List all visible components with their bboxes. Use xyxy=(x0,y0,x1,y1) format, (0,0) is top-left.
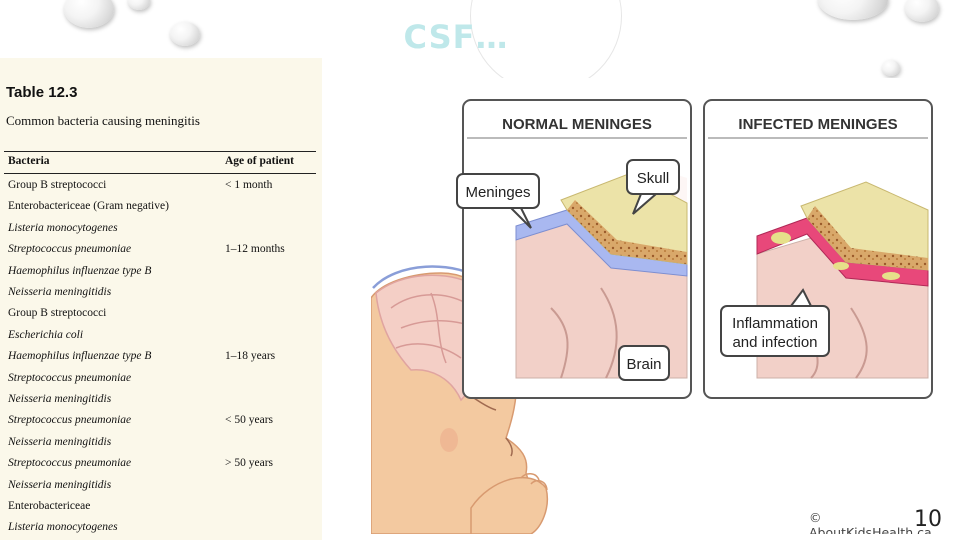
table-row: Group B streptococci xyxy=(0,303,322,324)
label-inflammation-line2: and infection xyxy=(732,334,817,351)
image-credit: © AboutKidsHealth.ca xyxy=(809,510,932,534)
bacteria-cell: Streptococcus pneumoniae xyxy=(8,243,132,256)
table-caption: Common bacteria causing meningitis xyxy=(6,113,200,128)
table-header-rule xyxy=(4,173,316,174)
bacteria-cell: Listeria monocytogenes xyxy=(8,221,118,234)
callouts xyxy=(456,159,830,381)
table-row: Haemophilus influenzae type B xyxy=(0,261,322,282)
label-meninges: Meninges xyxy=(465,184,530,201)
table-row: Streptococcus pneumoniae xyxy=(0,368,322,389)
table-top-rule xyxy=(4,151,316,152)
table-row: Streptococcus pneumoniae > 50 years xyxy=(0,453,322,474)
page-number: 10 xyxy=(914,507,942,532)
table-row: Neisseria meningitidis xyxy=(0,389,322,410)
bacteria-cell: Haemophilus influenzae type B xyxy=(8,264,152,277)
water-drop-decoration xyxy=(170,22,200,46)
meninges-illustration: NORMAL MENINGES INFECTED MENINGES Mening… xyxy=(371,78,948,534)
meninges-diagram: NORMAL MENINGES INFECTED MENINGES Mening… xyxy=(371,99,933,534)
table-row: Neisseria meningitidis xyxy=(0,282,322,303)
bacteria-cell: Streptococcus pneumoniae xyxy=(8,457,132,470)
age-cell: 1–18 years xyxy=(225,350,276,363)
table-number: Table 12.3 xyxy=(6,84,78,101)
bacteria-table-panel: Table 12.3 Common bacteria causing menin… xyxy=(0,58,322,540)
bacteria-cell: Enterobactericeae (Gram negative) xyxy=(8,200,169,213)
table-row: Enterobactericeae (Gram negative) xyxy=(0,196,322,217)
age-cell: < 50 years xyxy=(225,414,273,427)
bacteria-cell: Neisseria meningitidis xyxy=(8,393,112,405)
label-inflammation-line1: Inflammation xyxy=(732,315,818,332)
bacteria-cell: Escherichia coli xyxy=(8,328,84,341)
infected-panel-title: INFECTED MENINGES xyxy=(738,116,897,133)
bacteria-cell: Group B streptococci xyxy=(8,179,107,191)
bacteria-cell: Neisseria meningitidis xyxy=(8,286,112,298)
table-row: Neisseria meningitidis xyxy=(0,432,322,453)
bacteria-cell: Haemophilus influenzae type B xyxy=(8,350,152,363)
table-row: Listeria monocytogenes xyxy=(0,218,322,239)
age-cell: < 1 month xyxy=(225,179,273,191)
bacteria-cell: Neisseria meningitidis xyxy=(8,435,112,448)
table-row: Enterobactericeae xyxy=(0,496,322,517)
label-skull: Skull xyxy=(637,170,670,187)
water-drop-decoration xyxy=(882,60,900,76)
table-row: Streptococcus pneumoniae 1–12 months xyxy=(0,239,322,260)
bacteria-cell: Enterobactericeae xyxy=(8,500,91,512)
water-drop-decoration xyxy=(818,0,888,20)
table-row: Streptococcus pneumoniae < 50 years xyxy=(0,410,322,431)
bacteria-cell: Group B streptococci xyxy=(8,307,107,320)
table-row: Neisseria meningitidis xyxy=(0,475,322,496)
label-brain: Brain xyxy=(626,356,661,373)
bacteria-cell: Streptococcus pneumoniae xyxy=(8,414,132,427)
water-drop-decoration xyxy=(128,0,150,10)
table-row: Haemophilus influenzae type B 1–18 years xyxy=(0,346,322,367)
table-row: Escherichia coli xyxy=(0,325,322,346)
column-header-age: Age of patient xyxy=(225,155,294,167)
bacteria-cell: Listeria monocytogenes xyxy=(8,521,118,534)
normal-panel-title: NORMAL MENINGES xyxy=(502,116,652,133)
bacteria-cell: Neisseria meningitidis xyxy=(8,478,112,491)
bacteria-cell: Streptococcus pneumoniae xyxy=(8,371,132,384)
column-header-bacteria: Bacteria xyxy=(8,155,50,167)
table-row: Group B streptococci < 1 month xyxy=(0,175,322,196)
age-cell: > 50 years xyxy=(225,457,273,470)
water-drop-decoration xyxy=(905,0,939,22)
slide-title: CSF… xyxy=(403,18,509,56)
age-cell: 1–12 months xyxy=(225,243,285,256)
table-row: Listeria monocytogenes xyxy=(0,517,322,538)
